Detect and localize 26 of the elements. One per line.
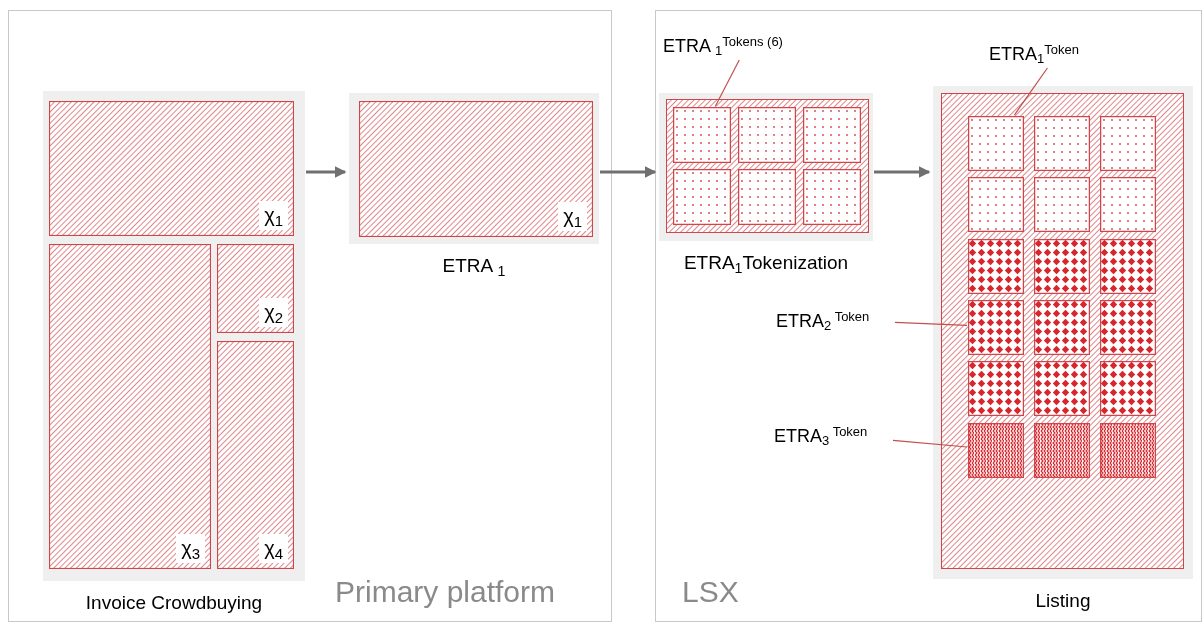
- leader-line: [714, 59, 740, 107]
- platform-panel: [8, 10, 612, 622]
- variable-label: χ$_{1}$: [259, 201, 288, 230]
- hatched-box: [49, 244, 211, 569]
- leader-line: [1013, 67, 1049, 116]
- group-caption: ETRA$_{1}$Tokenization: [683, 253, 849, 272]
- arrow: [306, 166, 347, 178]
- variable-label: χ$_{3}$: [176, 534, 205, 563]
- arrow: [874, 166, 931, 178]
- variable-label: χ$_{1}$: [558, 202, 587, 231]
- group-caption: Listing: [1035, 591, 1091, 610]
- variable-label: χ$_{4}$: [259, 534, 288, 563]
- panel-title: Primary platform: [335, 577, 556, 607]
- group-caption: ETRA $_{1}$: [442, 256, 506, 275]
- hatched-box: [49, 101, 294, 236]
- box-group: [349, 93, 599, 278]
- group-caption: Invoice Crowdbuying: [85, 593, 263, 612]
- hatched-box: [217, 244, 294, 333]
- platform-panel: [655, 10, 1202, 622]
- box-group: [659, 93, 873, 273]
- hatched-box: [359, 101, 593, 237]
- panel-title: LSX: [682, 577, 739, 607]
- hatched-box: [217, 341, 294, 569]
- arrow: [600, 166, 657, 178]
- variable-label: χ$_{2}$: [259, 298, 288, 327]
- leader-line: [892, 439, 968, 448]
